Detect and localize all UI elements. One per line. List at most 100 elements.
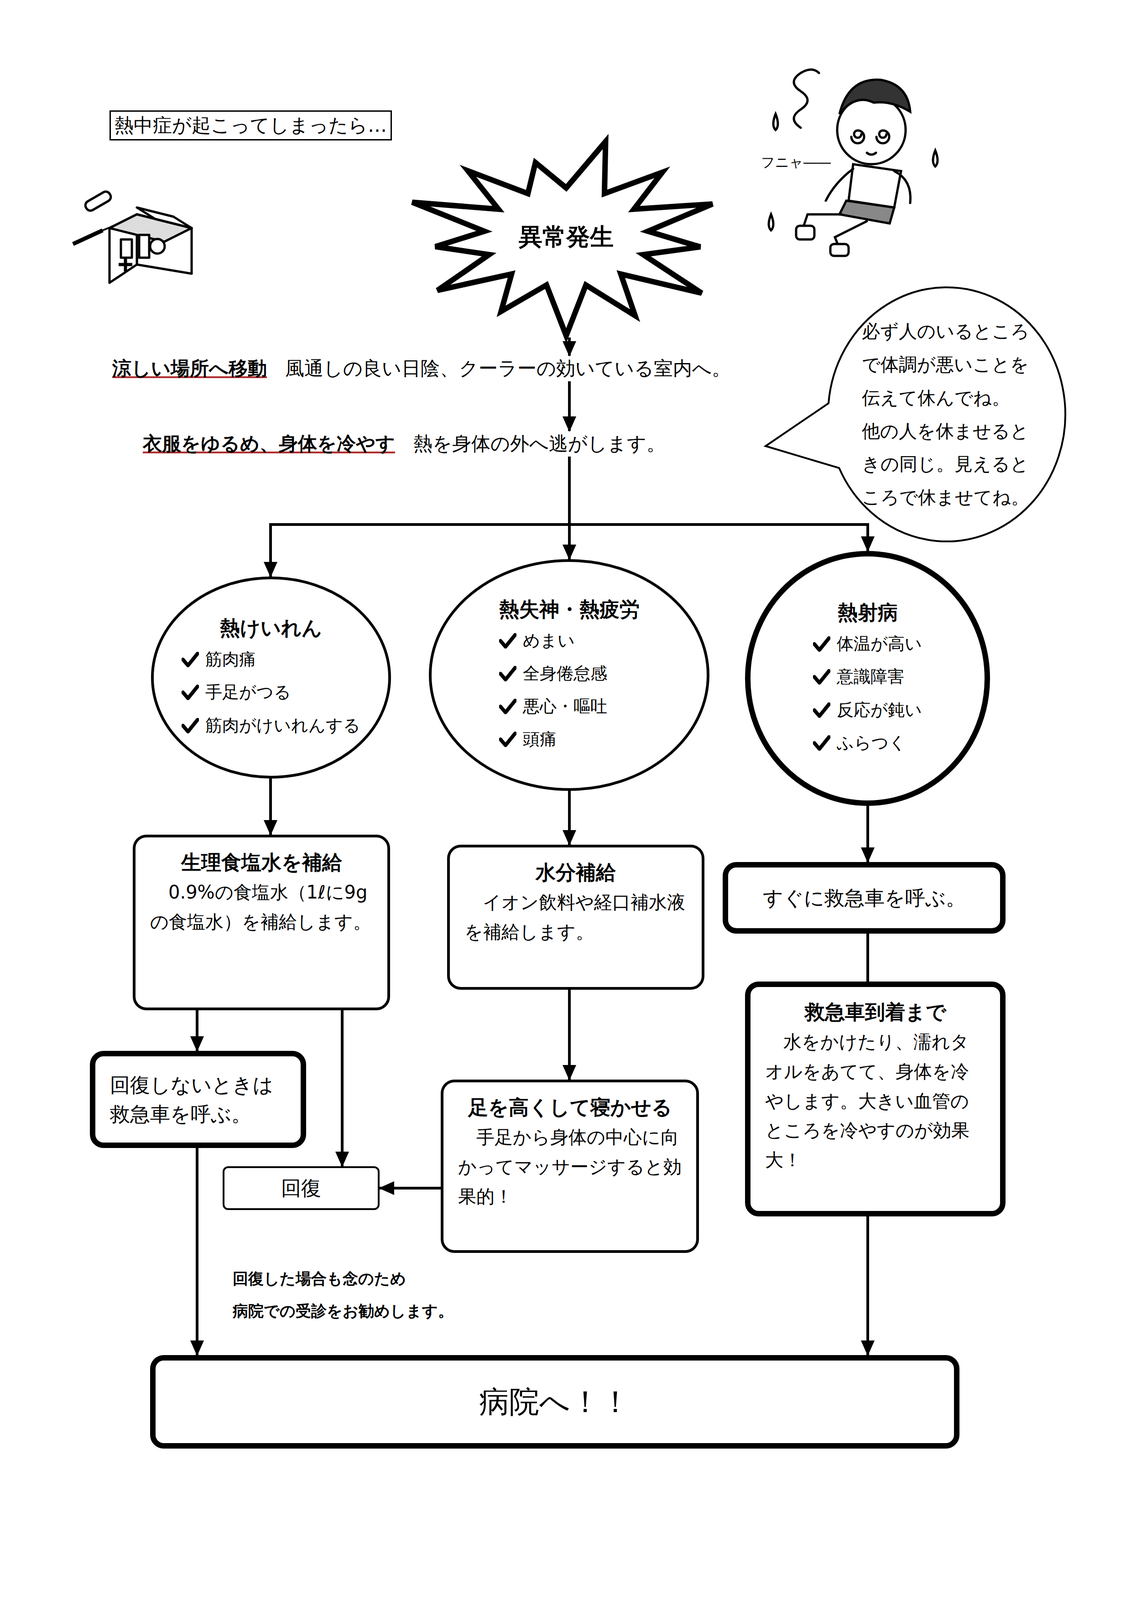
box-text: 病院へ！！ (479, 1381, 631, 1423)
check-item: ふらつく (813, 726, 907, 760)
check-mark (181, 684, 199, 701)
check-list: 体温が高い意識障害反応が鈍いふらつく (813, 627, 923, 760)
check-mark (813, 702, 831, 719)
symptom-circle: 熱射病体温が高い意識障害反応が鈍いふらつく (745, 551, 991, 807)
sound-effect: フニャ―― (760, 153, 831, 172)
check-mark (499, 731, 517, 748)
step-text: 衣服をゆるめ、身体を冷やす熱を身体の外へ逃がします。 (142, 431, 666, 457)
text-wrap: すぐに救急車を呼ぶ。 (762, 883, 966, 913)
title-box: 熱中症が起こってしまったら… (109, 110, 392, 141)
text-wrap: 熱けいれん筋肉痛手足がつる筋肉がけいれんする (181, 613, 361, 742)
item-text: 手足がつる (205, 676, 292, 709)
item-text: 全身倦怠感 (522, 657, 608, 691)
text-wrap: 必ず人のいるところで体調が悪いことを伝えて休んでね。他の人を休ませるときの同じ。… (861, 314, 1032, 515)
check-item: 筋肉がけいれんする (181, 709, 361, 743)
check-mark (499, 666, 517, 682)
connector (379, 1187, 441, 1190)
ellipse-outline (747, 553, 988, 804)
connector (568, 381, 571, 432)
item-text: 頭痛 (522, 723, 557, 756)
process-box: 生理食塩水を補給0.9%の食塩水（1ℓに9gの食塩水）を補給します。 (132, 834, 391, 1011)
check-item: 反応が鈍い (813, 693, 923, 727)
text-wrap: 足を高くして寝かせる手足から身体の中心に向かってマッサージすると効果的！ (458, 1092, 682, 1212)
item-text: 反応が鈍い (836, 693, 923, 727)
item-text: 悪心・嘔吐 (522, 690, 608, 724)
check-item: 筋肉痛 (181, 643, 256, 677)
connector (270, 456, 570, 577)
step-text: 涼しい場所へ移動風通しの良い日陰、クーラーの効いている室内へ。 (112, 355, 731, 382)
bubble-outline (765, 287, 1066, 542)
check-list: 筋肉痛手足がつる筋肉がけいれんする (181, 643, 361, 742)
connector (269, 778, 272, 835)
check-mark (813, 669, 831, 685)
check-item: めまい (499, 624, 575, 658)
box-heading: 熱失神・熱疲労 (499, 594, 640, 625)
box-text: 回復 (281, 1173, 322, 1204)
box-text: 熱を身体の外へ逃がします。 (413, 431, 666, 457)
item-text: 体温が高い (836, 627, 923, 661)
check-item: 全身倦怠感 (499, 657, 608, 691)
connector (568, 337, 571, 356)
check-mark (499, 698, 517, 715)
ellipse-outline (430, 560, 709, 790)
check-item: 意識障害 (813, 660, 905, 694)
starburst-outline (412, 141, 713, 336)
text-wrap: 衣服をゆるめ、身体を冷やす熱を身体の外へ逃がします。 (142, 431, 666, 457)
item-text: 意識障害 (836, 660, 905, 694)
check-item: 体温が高い (813, 627, 923, 661)
box-heading: 足を高くして寝かせる (458, 1092, 682, 1123)
note-text: 回復した場合も念のため 病院での受診をお勧めします。 (232, 1262, 466, 1329)
box-text: 涼しい場所へ移動 (112, 355, 267, 382)
check-item: 頭痛 (499, 723, 557, 756)
box-text: 風通しの良い日陰、クーラーの効いている室内へ。 (285, 355, 731, 382)
box-text: 手足から身体の中心に向かってマッサージすると効果的！ (458, 1122, 682, 1212)
check-item: 手足がつる (181, 676, 292, 709)
box-heading: 熱けいれん (181, 613, 361, 644)
ellipse-outline (152, 578, 390, 778)
item-text: 筋肉がけいれんする (205, 709, 361, 743)
process-box: 足を高くして寝かせる手足から身体の中心に向かってマッサージすると効果的！ (440, 1079, 699, 1254)
item-text: ふらつく (836, 726, 907, 760)
text-wrap: 熱射病体温が高い意識障害反応が鈍いふらつく (813, 597, 923, 760)
speech-bubble: 必ず人のいるところで体調が悪いことを伝えて休んでね。他の人を休ませるときの同じ。… (826, 286, 1067, 543)
text-wrap: 異常発生 (518, 221, 614, 254)
text-wrap: 回復しないときは救急車を呼ぶ。 (109, 1070, 287, 1130)
connector (568, 791, 571, 845)
hospital-box: 病院へ！！ (150, 1355, 960, 1449)
emergency-box: 回復しないときは救急車を呼ぶ。 (89, 1051, 307, 1149)
box-text: 0.9%の食塩水（1ℓに9gの食塩水）を補給します。 (150, 877, 373, 938)
text-wrap: 熱失神・熱疲労めまい全身倦怠感悪心・嘔吐頭痛 (499, 594, 640, 757)
check-mark (181, 651, 199, 668)
connector (866, 1216, 870, 1356)
connector (866, 806, 870, 863)
first-aid-kit (72, 189, 192, 283)
symptom-circle: 熱失神・熱疲労めまい全身倦怠感悪心・嘔吐頭痛 (428, 559, 710, 792)
symptom-circle: 熱けいれん筋肉痛手足がつる筋肉がけいれんする (151, 576, 391, 779)
check-item: 悪心・嘔吐 (499, 690, 608, 724)
result-box: 回復 (222, 1166, 380, 1211)
box-heading: 救急車到着まで (765, 997, 986, 1028)
text-wrap: 生理食塩水を補給0.9%の食塩水（1ℓに9gの食塩水）を補給します。 (150, 847, 373, 938)
check-mark (813, 636, 831, 652)
connector (195, 1010, 199, 1052)
text-wrap: 救急車到着まで水をかけたり、濡れタオルをあてて、身体を冷やします。大きい血管のと… (765, 997, 986, 1176)
box-text: イオン飲料や経口補水液を補給します。 (464, 887, 688, 948)
text-wrap: 病院へ！！ (479, 1381, 631, 1423)
box-text: 他の人を休ませるときの同じ。見えるところで休ませてね。 (861, 414, 1032, 515)
item-text: めまい (522, 624, 575, 658)
text-wrap: 回復 (281, 1173, 322, 1204)
process-box: 救急車到着まで水をかけたり、濡れタオルをあてて、身体を冷やします。大きい血管のと… (745, 981, 1006, 1217)
box-text: すぐに救急車を呼ぶ。 (762, 883, 966, 913)
box-text: 必ず人のいるところで体調が悪いことを伝えて休んでね。 (861, 314, 1032, 415)
emergency-box: すぐに救急車を呼ぶ。 (722, 862, 1006, 934)
check-list: めまい全身倦怠感悪心・嘔吐頭痛 (499, 624, 640, 757)
connector (568, 990, 571, 1080)
box-text: 回復しないときは救急車を呼ぶ。 (109, 1070, 287, 1130)
box-text: 水をかけたり、濡れタオルをあてて、身体を冷やします。大きい血管のところを冷やすの… (765, 1027, 986, 1176)
check-mark (181, 718, 199, 734)
box-text: 異常発生 (518, 221, 614, 254)
box-heading: 生理食塩水を補給 (150, 847, 373, 878)
text-wrap: 涼しい場所へ移動風通しの良い日陰、クーラーの効いている室内へ。 (112, 355, 731, 382)
text-wrap: 水分補給イオン飲料や経口補水液を補給します。 (464, 857, 688, 948)
box-text: 衣服をゆるめ、身体を冷やす (142, 431, 396, 457)
